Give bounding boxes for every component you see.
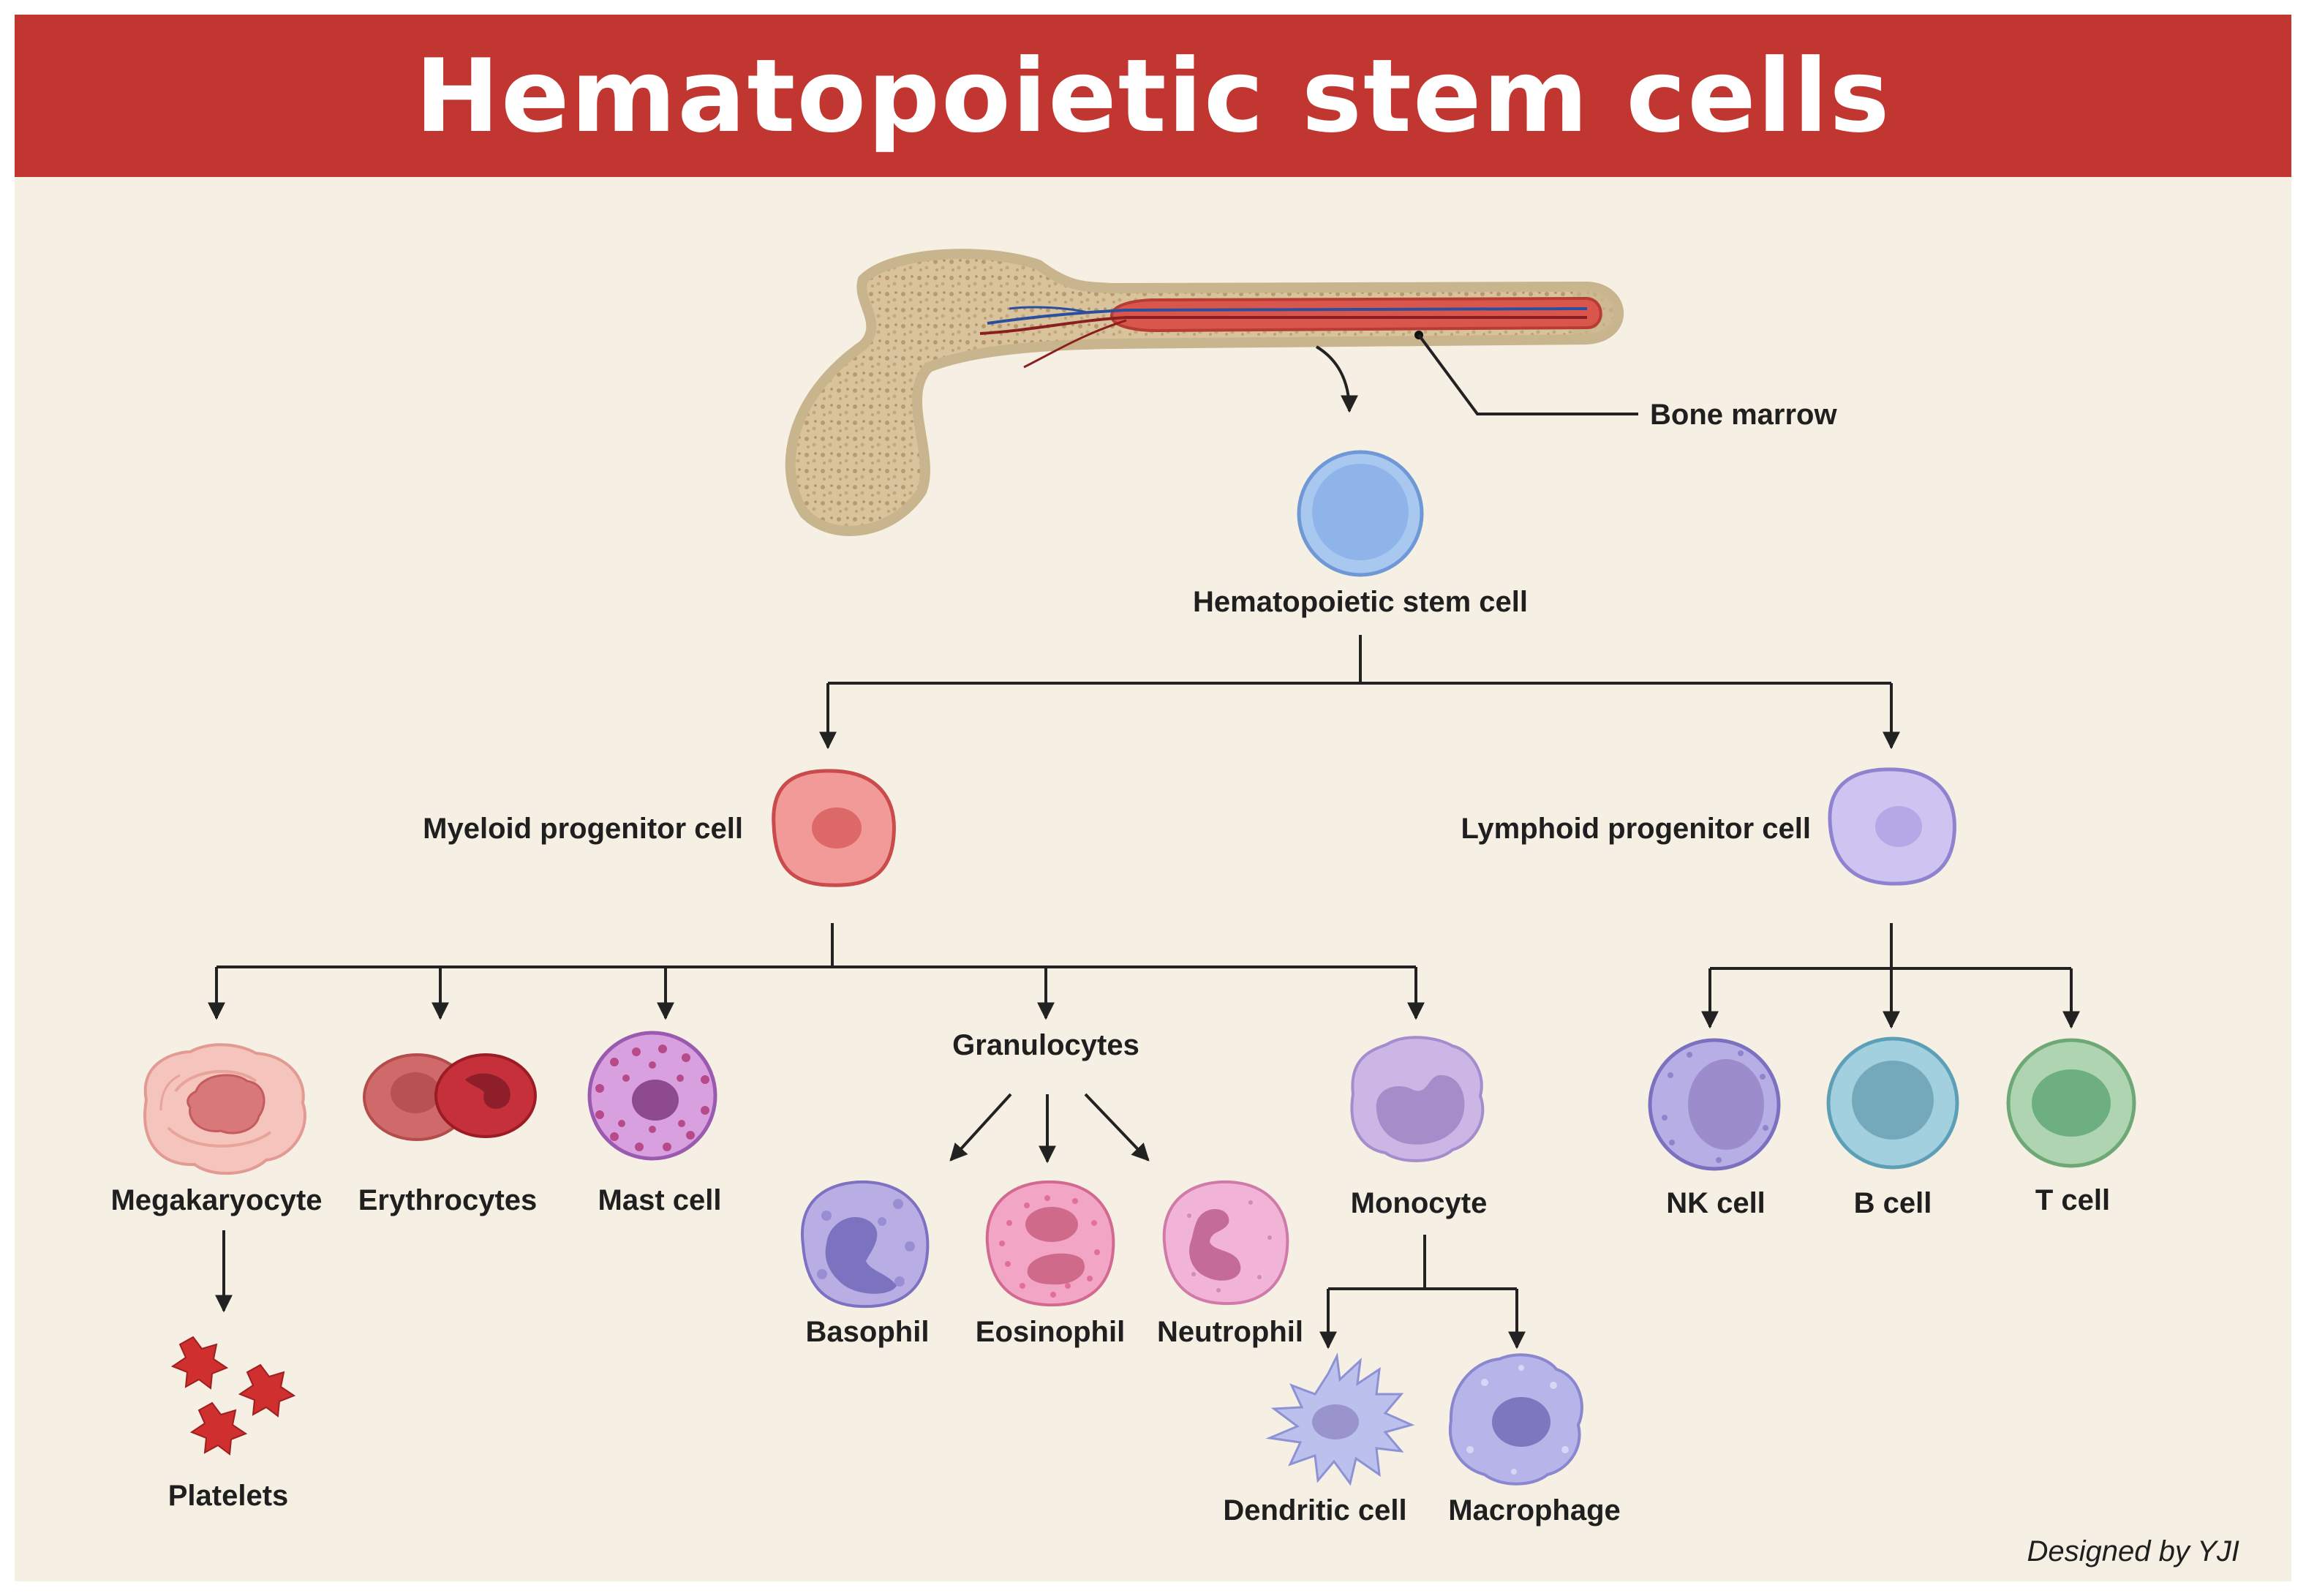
neutrophil-icon bbox=[1162, 1180, 1289, 1306]
myeloid-label: Myeloid progenitor cell bbox=[423, 813, 743, 845]
dendritic-cell-icon bbox=[1265, 1352, 1415, 1486]
neutrophil-label: Neutrophil bbox=[1157, 1316, 1303, 1348]
nk-cell-label: NK cell bbox=[1666, 1187, 1766, 1219]
femur-bone-illustration bbox=[785, 249, 1624, 536]
mast-cell-label: Mast cell bbox=[598, 1184, 722, 1216]
nk-cell-icon bbox=[1648, 1038, 1781, 1171]
eosinophil-icon bbox=[985, 1180, 1115, 1307]
hsc-label: Hematopoietic stem cell bbox=[1193, 586, 1528, 618]
basophil-label: Basophil bbox=[806, 1316, 930, 1348]
platelets-label: Platelets bbox=[168, 1480, 289, 1512]
bone-marrow-label: Bone marrow bbox=[1650, 399, 1837, 431]
lymphoid-label: Lymphoid progenitor cell bbox=[1461, 813, 1811, 845]
macrophage-icon bbox=[1448, 1353, 1583, 1486]
b-cell-icon bbox=[1826, 1036, 1959, 1170]
t-cell-icon bbox=[2006, 1038, 2136, 1168]
megakaryocyte-icon bbox=[143, 1043, 306, 1175]
lineage-diagram: Bone marrow Hematopoietic stem cell Myel… bbox=[110, 249, 2239, 1567]
megakaryocyte-label: Megakaryocyte bbox=[110, 1184, 322, 1216]
dendritic-cell-label: Dendritic cell bbox=[1223, 1494, 1406, 1527]
b-cell-label: B cell bbox=[1854, 1187, 1932, 1219]
erythrocytes-label: Erythrocytes bbox=[358, 1184, 538, 1216]
platelets-icon bbox=[170, 1336, 296, 1456]
erythrocytes-icon bbox=[363, 1053, 537, 1141]
designer-credit: Designed by YJI bbox=[2027, 1535, 2239, 1567]
hsc-cell-icon bbox=[1297, 450, 1424, 577]
macrophage-label: Macrophage bbox=[1448, 1494, 1621, 1527]
mast-cell-icon bbox=[587, 1031, 717, 1161]
basophil-icon bbox=[800, 1180, 930, 1309]
page-title: Hematopoietic stem cells bbox=[415, 37, 1891, 155]
monocyte-icon bbox=[1350, 1036, 1485, 1162]
eosinophil-label: Eosinophil bbox=[976, 1316, 1125, 1348]
title-banner: Hematopoietic stem cells bbox=[15, 15, 2291, 177]
myeloid-progenitor-icon bbox=[772, 769, 896, 887]
diagram-frame: Hematopoietic stem cells bbox=[15, 15, 2291, 1581]
monocyte-label: Monocyte bbox=[1351, 1187, 1488, 1219]
t-cell-label: T cell bbox=[2035, 1184, 2110, 1216]
granulocytes-label: Granulocytes bbox=[952, 1029, 1139, 1061]
lymphoid-progenitor-icon bbox=[1828, 767, 1956, 886]
